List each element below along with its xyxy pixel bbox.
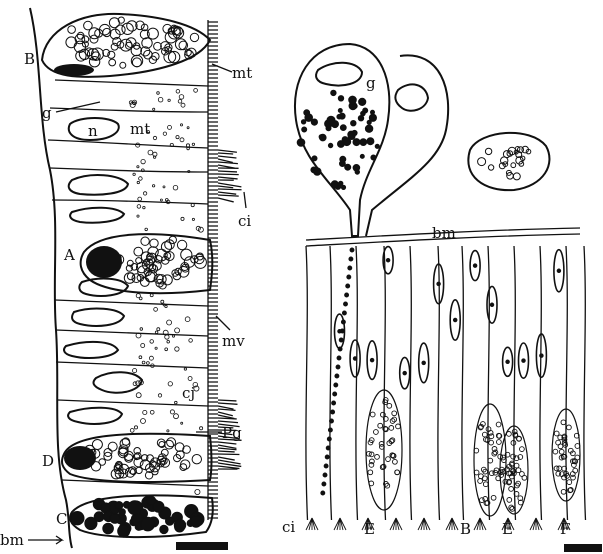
goblet-granules: [297, 90, 379, 189]
right-cilia: [306, 518, 570, 530]
cell-d-granules: [80, 438, 201, 479]
goblet-nucleus-right: [395, 84, 428, 110]
label-bm-left: bm: [0, 531, 24, 549]
label-ci-left: ci: [238, 212, 251, 230]
label-mt-mid: mt: [130, 120, 150, 138]
label-bm-right: bm: [432, 224, 456, 242]
label-g: g: [42, 104, 52, 122]
apical-microvilli-border: [208, 20, 242, 520]
cell-b-nucleus: [54, 64, 94, 76]
label-ci-right: ci: [282, 518, 295, 536]
label-f: F: [560, 520, 570, 538]
free-cell-content: [478, 146, 531, 180]
cell-a-nucleus: [86, 246, 122, 278]
label-b: B: [24, 50, 35, 68]
columnar-cells: [306, 246, 586, 520]
label-c: C: [56, 510, 67, 528]
label-e-left: E: [364, 520, 375, 538]
granular-cells: [366, 390, 580, 516]
left-scale-bar: [176, 542, 228, 550]
right-scale-bar: [564, 544, 602, 552]
goblet-nucleus-left: [316, 63, 362, 86]
label-mt-top: mt: [232, 64, 252, 82]
label-b-right: B: [460, 520, 471, 538]
left-nuclei: [64, 175, 142, 424]
label-n: n: [88, 122, 98, 140]
cell-a-granules: [114, 236, 207, 289]
left-panel: B g n mt mt A ci mv cj Pg D C bm: [0, 8, 252, 550]
label-pg: Pg: [222, 424, 242, 442]
free-cell: [468, 133, 549, 190]
label-a: A: [63, 246, 75, 264]
cell-d-nucleus: [64, 446, 96, 470]
label-cj: cj: [182, 384, 195, 402]
label-e-right: E: [502, 520, 513, 538]
label-mv: mv: [222, 332, 245, 350]
cell-b-granules: [66, 17, 199, 68]
label-g-right: g: [366, 74, 376, 92]
label-d: D: [42, 452, 54, 470]
right-panel: g bm ci E B E F: [282, 44, 602, 552]
